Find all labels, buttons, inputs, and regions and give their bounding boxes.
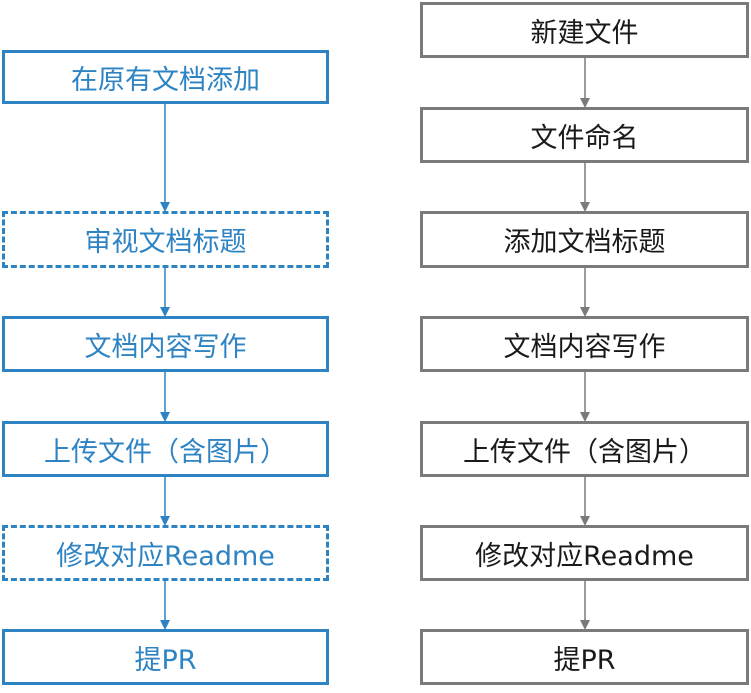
right-step-submit-pr: 提PR [420,629,749,685]
left-step-write-doc-content: 文档内容写作 [2,316,329,372]
right-step-new-file: 新建文件 [420,2,749,58]
left-step-update-readme: 修改对应Readme [2,525,329,581]
left-step-submit-pr: 提PR [2,629,329,685]
left-step-review-doc-title: 审视文档标题 [2,211,329,268]
right-step-add-doc-title: 添加文档标题 [420,211,749,268]
right-step-write-doc-content: 文档内容写作 [420,316,749,372]
right-step-upload-files: 上传文件（含图片） [420,421,749,477]
right-step-name-file: 文件命名 [420,107,749,163]
right-step-update-readme: 修改对应Readme [420,525,749,581]
left-step-add-to-existing-doc: 在原有文档添加 [2,50,329,104]
left-step-upload-files: 上传文件（含图片） [2,421,329,477]
